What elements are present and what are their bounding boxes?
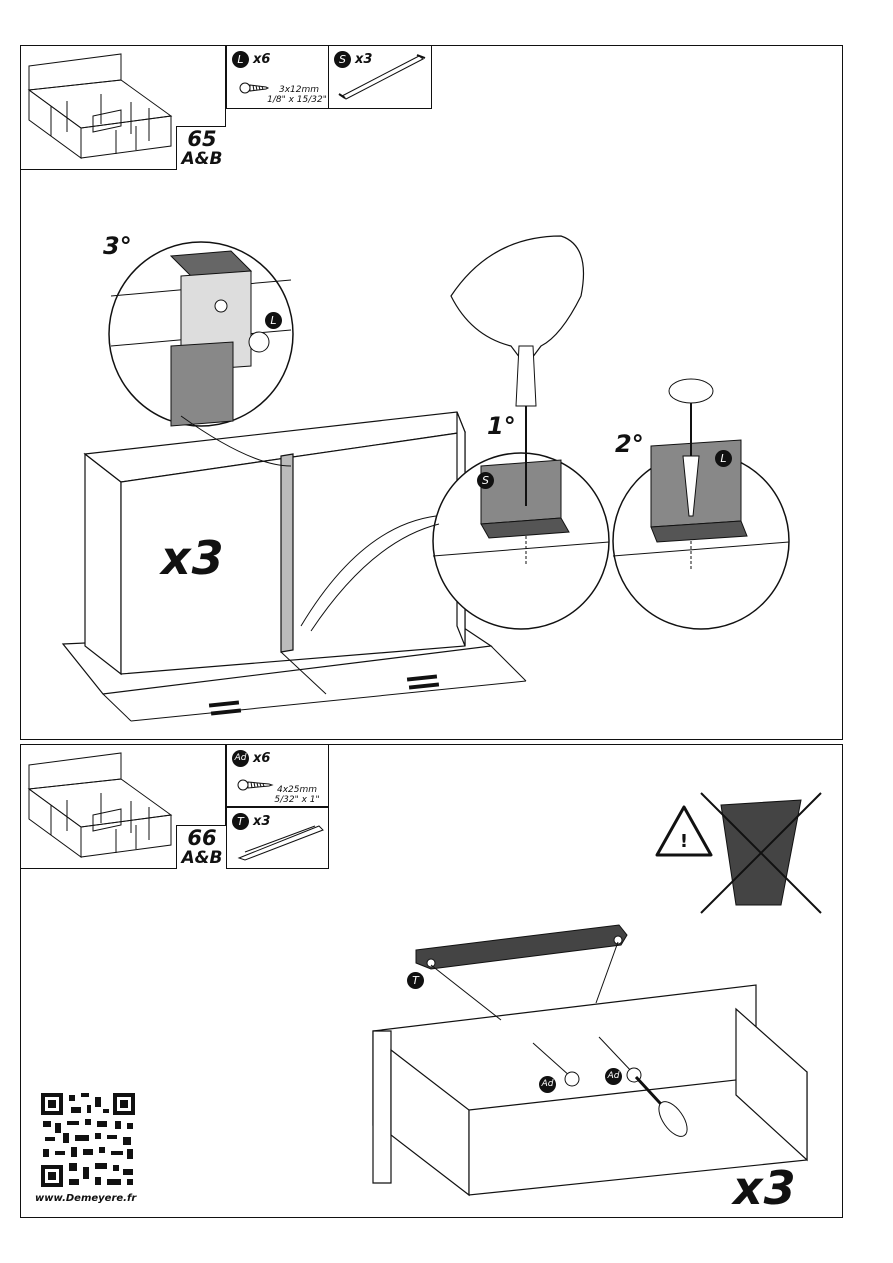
detail-badge: L: [265, 312, 282, 329]
part-ad-box: Ad x6 4x25mm 5/32" x 1": [226, 745, 329, 807]
step-number: 66: [187, 826, 217, 850]
dim-metric: 4x25mm: [276, 785, 318, 795]
part-qty: x6: [253, 751, 271, 766]
part-qty: x3: [253, 814, 271, 829]
step-65-panel: 65 A&B L x6 3x12mm 1/8" x 15/32" S x3: [20, 45, 843, 740]
step-65-number-box: 65 A&B: [176, 126, 226, 170]
part-badge: Ad: [232, 750, 249, 767]
order-label: 1°: [487, 412, 516, 440]
part-t-box: T x3: [226, 807, 329, 869]
bed-thumbnail-icon: [27, 752, 173, 858]
step-suffix: A&B: [181, 149, 223, 169]
step-66-illustration: [372, 792, 822, 1197]
step-66-number-box: 66 A&B: [176, 825, 226, 869]
website-url[interactable]: www.Demeyere.fr: [35, 1193, 137, 1204]
part-badge: T: [232, 813, 249, 830]
step-65-thumbnail: [21, 46, 226, 170]
screw-badge: Ad: [605, 1068, 622, 1085]
step-number: 65: [187, 127, 217, 151]
bed-thumbnail-icon: [27, 53, 173, 159]
detail-badge: S: [477, 472, 494, 489]
warning-icon: !: [679, 831, 689, 852]
part-qty: x6: [253, 52, 271, 67]
part-qty: x3: [355, 52, 373, 67]
step-66-thumbnail: [21, 745, 226, 869]
handle-badge: T: [407, 972, 424, 989]
step-66-panel: 66 A&B Ad x6 4x25mm 5/32" x 1" T x3: [20, 744, 843, 1218]
screw-badge: Ad: [539, 1076, 556, 1093]
dim-metric: 3x12mm: [278, 85, 320, 95]
screw-icon: [237, 779, 274, 791]
order-label: 2°: [615, 430, 644, 458]
multiplier-label: x3: [161, 531, 225, 585]
dim-imperial: 5/32" x 1": [274, 795, 320, 805]
screw-icon: [239, 82, 270, 94]
qr-code-icon: [39, 1091, 137, 1189]
metal-strip-icon: [338, 54, 426, 100]
step-suffix: A&B: [181, 848, 223, 868]
part-badge: S: [334, 51, 351, 68]
part-badge: L: [232, 51, 249, 68]
part-l-box: L x6 3x12mm 1/8" x 15/32": [226, 46, 329, 109]
no-drill-icon: [655, 792, 822, 914]
multiplier-label: x3: [733, 1161, 797, 1215]
part-s-box: S x3: [329, 46, 432, 109]
dim-imperial: 1/8" x 15/32": [267, 95, 327, 105]
handle-icon: [237, 825, 324, 861]
order-label: 3°: [103, 232, 132, 260]
step-65-illustration: [61, 235, 790, 722]
detail-badge: L: [715, 450, 732, 467]
